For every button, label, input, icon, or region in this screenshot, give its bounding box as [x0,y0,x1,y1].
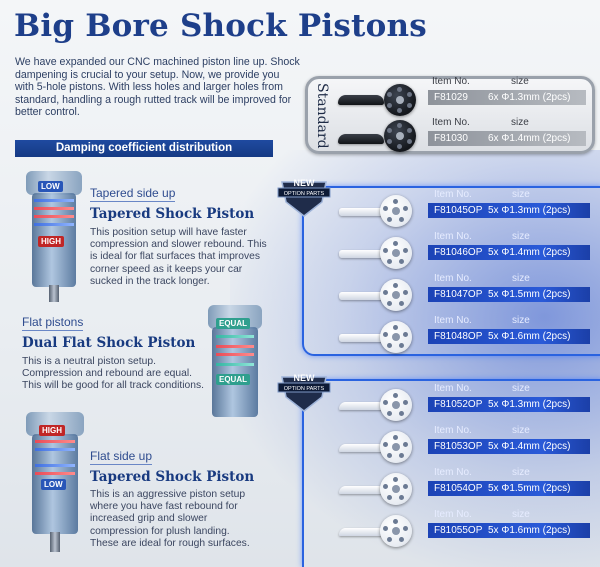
section2-description: This is a neutral piston setup. Compress… [22,356,204,392]
section1-heading: Tapered Shock Piston [90,206,255,222]
std-item-row-2[interactable]: F81030 6x Φ1.4mm (2pcs) [428,131,586,146]
badge-new-text: NEW [294,178,316,188]
option-piston-disc [380,389,412,421]
low-tag-2: LOW [41,479,66,490]
item-code: F81048OP [434,331,483,342]
option-item-row[interactable]: F81045OP 5x Φ1.3mm (2pcs) [428,203,590,218]
option-item-row[interactable]: F81054OP 5x Φ1.5mm (2pcs) [428,481,590,496]
option-piston-disc [380,279,412,311]
low-tag-1: LOW [38,181,63,192]
item-size: 5x Φ1.6mm (2pcs) [488,525,571,536]
item-header: Item No. [434,467,472,478]
std-size-header-1: size [511,76,529,87]
item-size: 6x Φ1.3mm (2pcs) [488,92,571,103]
item-header: Item No. [434,509,472,520]
item-code: F81046OP [434,247,483,258]
section3-subtitle: Flat side up [90,449,153,465]
option-item-row[interactable]: F81052OP 5x Φ1.3mm (2pcs) [428,397,590,412]
shock-illustration-3 [26,412,84,552]
new-option-parts-badge-2: NEW OPTION PARTS [276,369,332,413]
section3-heading: Tapered Shock Piston [90,469,255,485]
option-item-row[interactable]: F81046OP 5x Φ1.4mm (2pcs) [428,245,590,260]
standard-label: Standard [314,83,330,149]
item-code: F81052OP [434,399,483,410]
size-header: size [512,509,530,520]
option-piston-disc [380,515,412,547]
section1-description: This position setup will have faster com… [90,227,267,287]
option-item-row[interactable]: F81047OP 5x Φ1.5mm (2pcs) [428,287,590,302]
item-code: F81030 [434,133,468,144]
item-header: Item No. [434,315,472,326]
item-size: 5x Φ1.4mm (2pcs) [488,441,571,452]
item-header: Item No. [434,273,472,284]
item-header: Item No. [434,425,472,436]
high-tag-2: HIGH [39,425,65,436]
option-piston-side [339,528,385,536]
standard-piston-side-2 [338,134,384,144]
size-header: size [512,425,530,436]
option-piston-side [339,292,385,300]
option-piston-side [339,444,385,452]
size-header: size [512,231,530,242]
option-piston-disc [380,431,412,463]
option-item-row[interactable]: F81048OP 5x Φ1.6mm (2pcs) [428,329,590,344]
item-code: F81054OP [434,483,483,494]
option-piston-disc [380,195,412,227]
equal-tag-2: EQUAL [216,374,250,385]
item-code: F81045OP [434,205,483,216]
option-group-1-frame [302,186,600,356]
item-size: 6x Φ1.4mm (2pcs) [488,133,571,144]
item-size: 5x Φ1.3mm (2pcs) [488,205,571,216]
option-piston-side [339,334,385,342]
item-header: Item No. [434,189,472,200]
item-size: 5x Φ1.6mm (2pcs) [488,331,571,342]
equal-tag-1: EQUAL [216,318,250,329]
option-group-2-frame [302,379,600,567]
size-header: size [512,467,530,478]
std-item-header-1: Item No. [432,76,470,87]
option-piston-side [339,250,385,258]
option-item-row[interactable]: F81053OP 5x Φ1.4mm (2pcs) [428,439,590,454]
item-header: Item No. [434,383,472,394]
item-size: 5x Φ1.5mm (2pcs) [488,483,571,494]
option-piston-side [339,402,385,410]
section1-subtitle: Tapered side up [90,186,176,202]
std-item-row-1[interactable]: F81029 6x Φ1.3mm (2pcs) [428,90,586,105]
option-piston-disc [380,321,412,353]
standard-piston-disc-2 [384,120,416,152]
std-item-header-2: Item No. [432,117,470,128]
option-piston-disc [380,473,412,505]
new-option-parts-badge-1: NEW OPTION PARTS [276,174,332,218]
section2-subtitle: Flat pistons [22,315,84,331]
option-piston-side [339,208,385,216]
standard-piston-side-1 [338,95,384,105]
size-header: size [512,383,530,394]
option-piston-side [339,486,385,494]
size-header: size [512,273,530,284]
item-header: Item No. [434,231,472,242]
section2-heading: Dual Flat Shock Piston [22,335,196,351]
page-title: Big Bore Shock Pistons [14,8,427,44]
item-size: 5x Φ1.5mm (2pcs) [488,289,571,300]
badge-option-text: OPTION PARTS [284,386,325,392]
standard-piston-disc-1 [384,84,416,116]
damping-distribution-bar: Damping coefficient distribution [15,140,273,157]
badge-option-text: OPTION PARTS [284,191,325,197]
item-size: 5x Φ1.3mm (2pcs) [488,399,571,410]
size-header: size [512,315,530,326]
item-code: F81055OP [434,525,483,536]
intro-text: We have expanded our CNC machined piston… [15,56,300,118]
high-tag-1: HIGH [38,236,64,247]
option-item-row[interactable]: F81055OP 5x Φ1.6mm (2pcs) [428,523,590,538]
size-header: size [512,189,530,200]
item-size: 5x Φ1.4mm (2pcs) [488,247,571,258]
item-code: F81029 [434,92,468,103]
item-code: F81047OP [434,289,483,300]
item-code: F81053OP [434,441,483,452]
section3-description: This is an aggressive piston setup where… [90,489,250,549]
option-piston-disc [380,237,412,269]
badge-new-text: NEW [294,373,316,383]
std-size-header-2: size [511,117,529,128]
